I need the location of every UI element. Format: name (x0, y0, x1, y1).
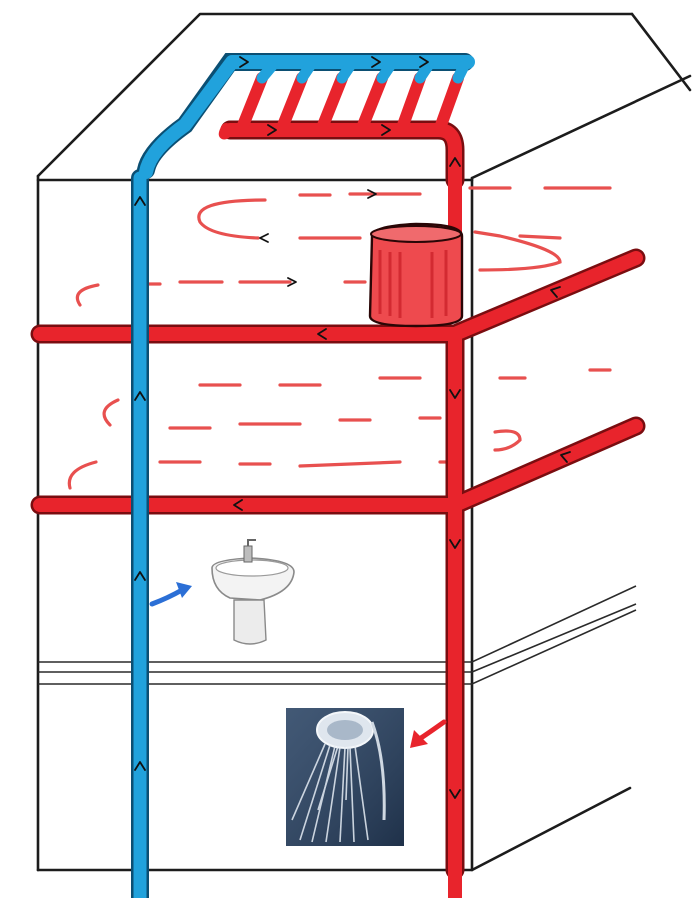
hot-supply-arrow-icon (410, 719, 447, 748)
cold-water-pipes (131, 53, 475, 898)
shower-head-icon (286, 708, 404, 846)
building-outline (36, 12, 692, 872)
wash-basin-icon (211, 539, 295, 645)
storage-tank-icon (368, 222, 464, 328)
convection-flow-lines (67, 186, 612, 490)
hot-water-pipes (30, 72, 646, 898)
flow-arrows (134, 56, 571, 799)
supply-arrow-icon (149, 582, 192, 607)
